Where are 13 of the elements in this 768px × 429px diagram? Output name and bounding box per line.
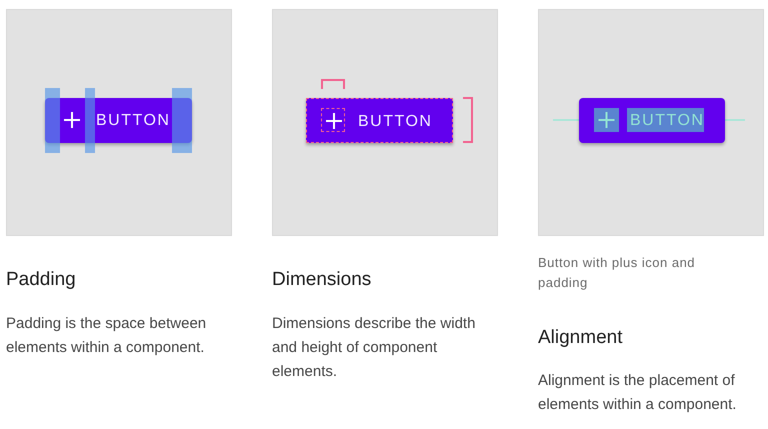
description-text: Padding is the space between elements within a component. [6, 314, 208, 358]
button: BUTTON [45, 98, 192, 143]
button: BUTTON [579, 98, 725, 143]
image-caption: Button with plus icon and padding [538, 254, 696, 292]
section-heading: Padding [6, 268, 77, 292]
illustration-panel [538, 9, 764, 236]
button: BUTTON [306, 98, 453, 143]
section-heading: Dimensions [272, 268, 372, 292]
description-text: Dimensions describe the width and height of component elements. [272, 314, 476, 382]
illustration-panel [272, 9, 498, 236]
description-text: Alignment is the placement of elements within a component. [538, 371, 738, 415]
illustration-panel [6, 9, 232, 236]
section-heading: Alignment [538, 326, 624, 350]
